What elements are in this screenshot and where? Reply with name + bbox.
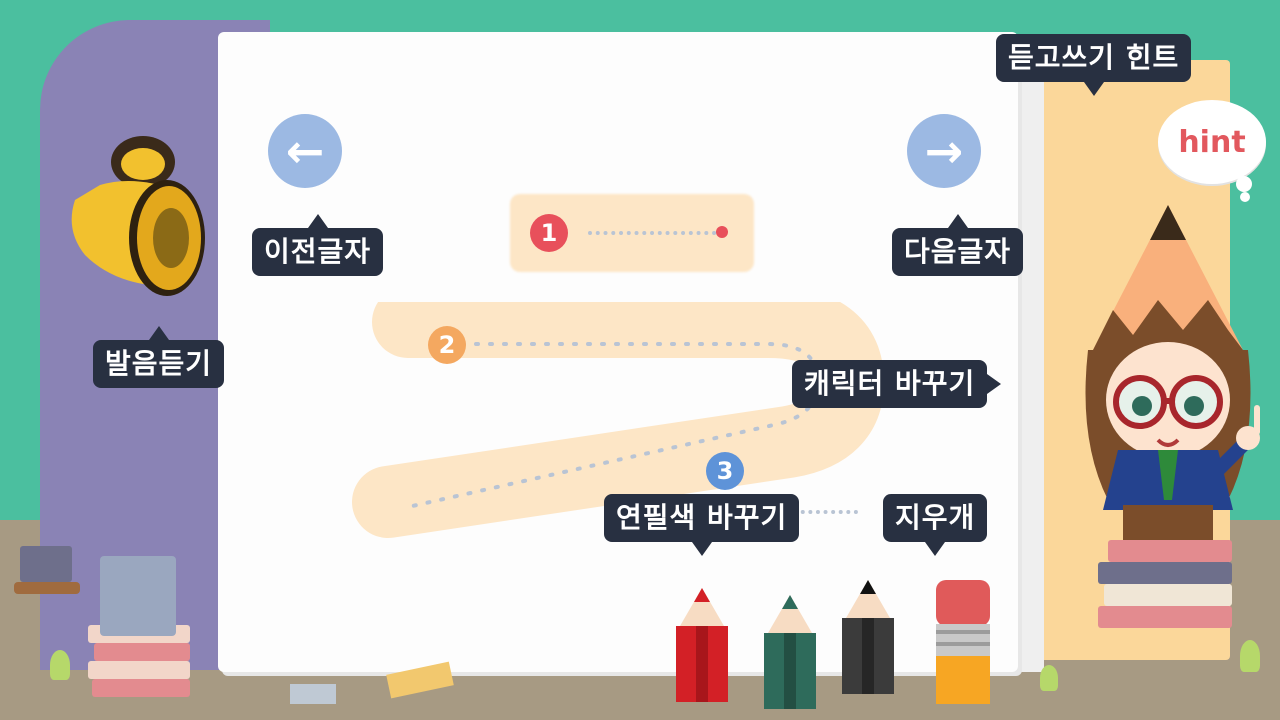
side-table-books bbox=[20, 546, 72, 582]
pencil-green[interactable] bbox=[760, 595, 820, 715]
pencil-green-icon bbox=[764, 595, 816, 709]
pencil-color-label: 연필색 바꾸기 bbox=[604, 494, 800, 556]
hint-bubble-tail-small bbox=[1240, 192, 1250, 202]
stroke-number-2: 2 bbox=[428, 326, 466, 364]
speaker-icon bbox=[71, 136, 205, 296]
plant-decor bbox=[1040, 665, 1058, 691]
prev-letter-button[interactable]: ← bbox=[268, 114, 342, 188]
floor-book bbox=[290, 684, 336, 704]
eraser-button[interactable] bbox=[934, 580, 992, 710]
pencil-character[interactable] bbox=[1068, 200, 1268, 570]
pronunciation-button[interactable] bbox=[55, 130, 215, 300]
next-letter-button[interactable]: → bbox=[907, 114, 981, 188]
change-character-label: 캐릭터 바꾸기 bbox=[792, 360, 1002, 408]
prev-letter-label: 이전글자 bbox=[252, 214, 384, 276]
frame-decor bbox=[100, 556, 176, 636]
hint-tooltip: 듣고쓰기 힌트 bbox=[996, 34, 1192, 96]
stroke-end-dot-1 bbox=[716, 226, 728, 238]
pencil-red-icon bbox=[676, 588, 728, 702]
eraser-icon bbox=[936, 580, 990, 704]
book-stack-right bbox=[1098, 540, 1232, 650]
hint-bubble-tail bbox=[1236, 176, 1252, 192]
plant-decor bbox=[1240, 640, 1260, 672]
stroke-path-1 bbox=[588, 231, 724, 235]
side-table bbox=[14, 582, 80, 594]
hint-bubble-text: hint bbox=[1178, 124, 1246, 160]
arrow-left-icon: ← bbox=[285, 124, 325, 178]
writing-page[interactable]: 1 2 3 bbox=[218, 32, 1018, 672]
pronunciation-label: 발음듣기 bbox=[93, 326, 225, 388]
arrow-right-icon: → bbox=[924, 124, 964, 178]
pencil-black-icon bbox=[842, 580, 894, 694]
stroke-number-3: 3 bbox=[706, 452, 744, 490]
stroke-number-1: 1 bbox=[530, 214, 568, 252]
plant-decor bbox=[50, 650, 70, 680]
pencil-red[interactable] bbox=[672, 588, 732, 708]
pencil-black[interactable] bbox=[838, 580, 898, 700]
next-letter-label: 다음글자 bbox=[892, 214, 1024, 276]
hint-button[interactable]: hint bbox=[1158, 100, 1266, 184]
stroke-path-3 bbox=[778, 510, 858, 514]
eraser-label: 지우개 bbox=[883, 494, 988, 556]
